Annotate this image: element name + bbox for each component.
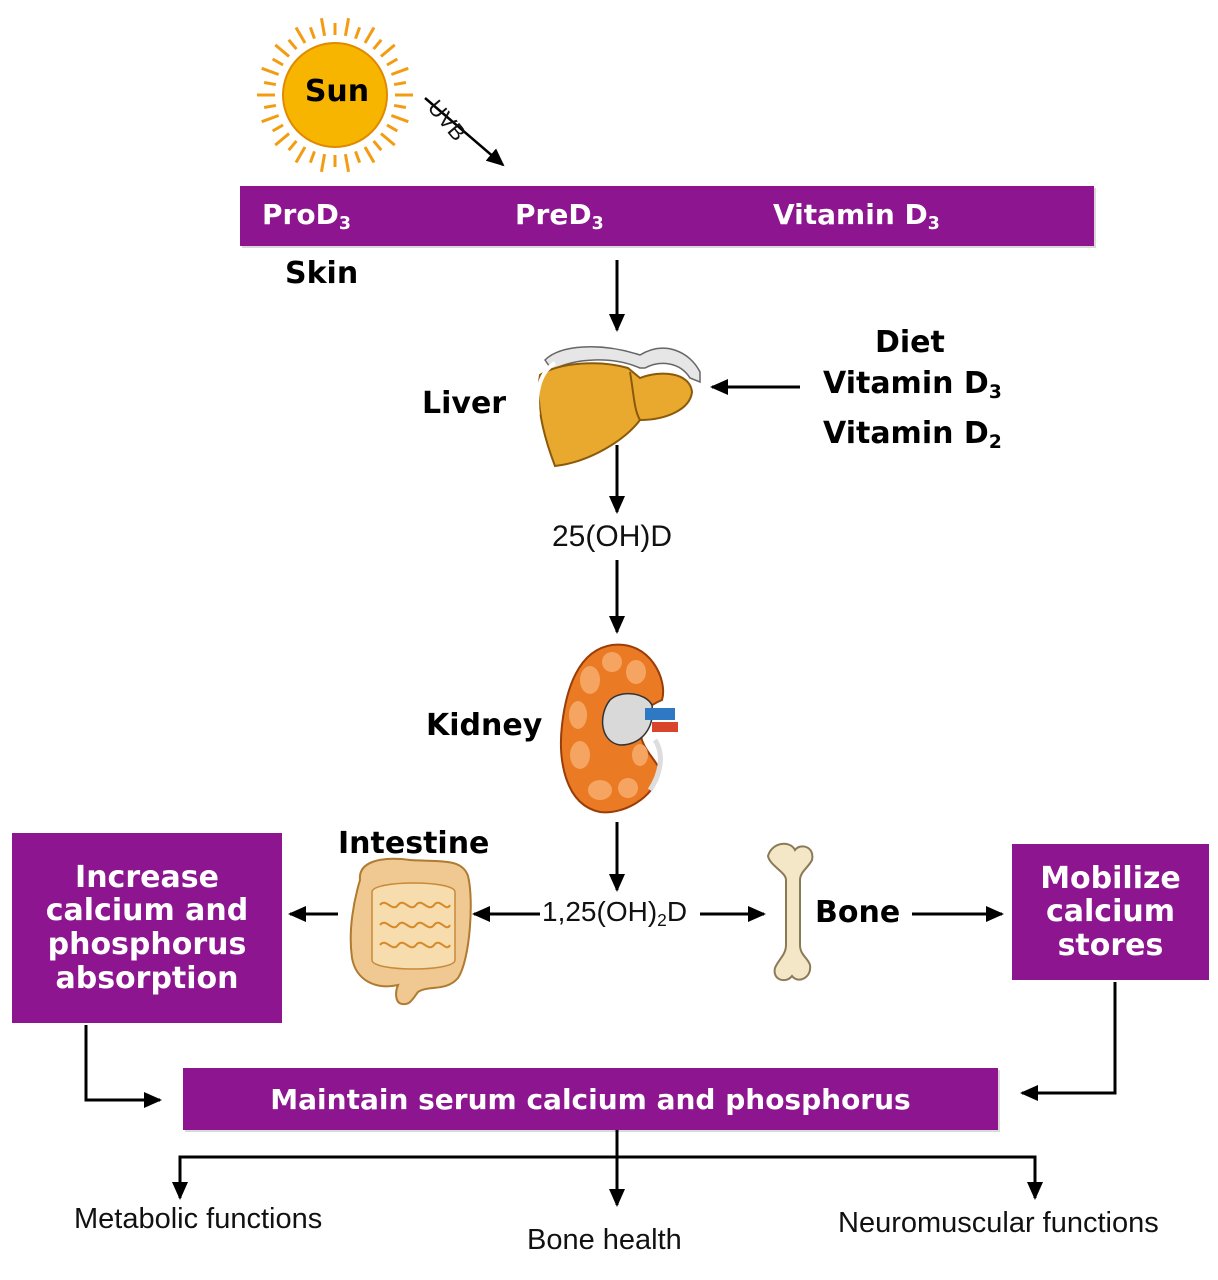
metabolite-25ohd: 25(OH)D	[552, 520, 673, 554]
sun-ray	[308, 150, 316, 164]
absorption-line-2: calcium and	[45, 893, 249, 929]
arrow-mobilize-to-maintain	[1020, 982, 1117, 1101]
sun-icon	[282, 42, 388, 148]
liver-icon	[535, 346, 701, 468]
sun-ray	[379, 43, 396, 58]
bone-icon	[766, 842, 814, 982]
sun-ray	[319, 17, 327, 37]
outcome-bone-health: Bone health	[527, 1224, 682, 1256]
sun-ray	[294, 26, 307, 44]
sun-ray	[319, 153, 327, 173]
absorption-line-4: absorption	[55, 960, 239, 996]
sun-ray	[287, 38, 298, 51]
skin-caption: Skin	[285, 256, 359, 291]
sun-ray	[263, 81, 277, 87]
bone-label: Bone	[815, 895, 901, 930]
diet-block: Diet Vitamin D3 Vitamin D2	[815, 322, 1015, 463]
sun-ray	[363, 26, 376, 44]
vitamin-d3-label: Vitamin D3	[773, 198, 940, 234]
sun-ray	[343, 17, 351, 37]
sun-ray	[274, 43, 291, 58]
outcome-branch-line	[178, 1155, 1037, 1195]
uvb-arrow	[424, 97, 505, 167]
outcome-neuromuscular: Neuromuscular functions	[838, 1207, 1159, 1239]
intestine-label: Intestine	[338, 826, 490, 861]
liver-label: Liver	[422, 386, 507, 421]
sun-ray	[261, 66, 280, 76]
sun-ray	[271, 123, 284, 133]
sun-rays	[257, 17, 413, 173]
intestine-icon	[349, 857, 472, 1006]
sun-ray	[263, 103, 277, 109]
sun-ray	[261, 114, 280, 124]
mobilize-box: Mobilize calcium stores	[1012, 844, 1209, 980]
sun-ray	[379, 132, 396, 147]
sun-ray	[372, 139, 383, 152]
maintain-bar: Maintain serum calcium and phosphorus	[183, 1068, 998, 1130]
sun-ray	[343, 153, 351, 173]
sun-ray	[287, 139, 298, 152]
outcome-metabolic: Metabolic functions	[74, 1203, 323, 1235]
absorption-box: Increase calcium and phosphorus absorpti…	[12, 833, 282, 1023]
diet-vitamin-d2: Vitamin D2	[823, 416, 1002, 454]
kidney-label: Kidney	[426, 708, 543, 743]
absorption-line-1: Increase	[75, 859, 219, 895]
sun-ray	[393, 103, 407, 109]
sun-ray	[308, 26, 316, 40]
sun-ray	[386, 57, 399, 67]
sun-ray	[271, 57, 284, 67]
metabolite-125ohd: 1,25(OH)2D	[540, 896, 690, 931]
kidney-icon	[560, 643, 678, 814]
absorption-line-3: phosphorus	[47, 927, 247, 962]
skin-bar: ProD3 PreD3 Vitamin D3	[240, 186, 1094, 246]
sun-ray	[294, 146, 307, 164]
mobilize-line-2: calcium	[1045, 894, 1175, 930]
mobilize-line-1: Mobilize	[1040, 860, 1181, 896]
diet-vitamin-d3: Vitamin D3	[823, 366, 1002, 404]
sun-ray	[274, 132, 291, 147]
sun-ray	[386, 123, 399, 133]
sun-ray	[354, 26, 362, 40]
arrow-absorption-to-maintain	[84, 1025, 162, 1108]
pred3-label: PreD3	[515, 198, 604, 234]
sun-label: Sun	[304, 74, 370, 109]
sun-ray	[390, 66, 409, 76]
prod3-label: ProD3	[262, 198, 351, 234]
sun-ray	[390, 114, 409, 124]
sun-ray	[363, 146, 376, 164]
maintain-label: Maintain serum calcium and phosphorus	[270, 1082, 911, 1116]
mobilize-line-3: stores	[1057, 927, 1164, 963]
diet-title: Diet	[875, 325, 945, 360]
sun-ray	[354, 150, 362, 164]
sun-ray	[393, 81, 407, 87]
sun-ray	[372, 38, 383, 51]
